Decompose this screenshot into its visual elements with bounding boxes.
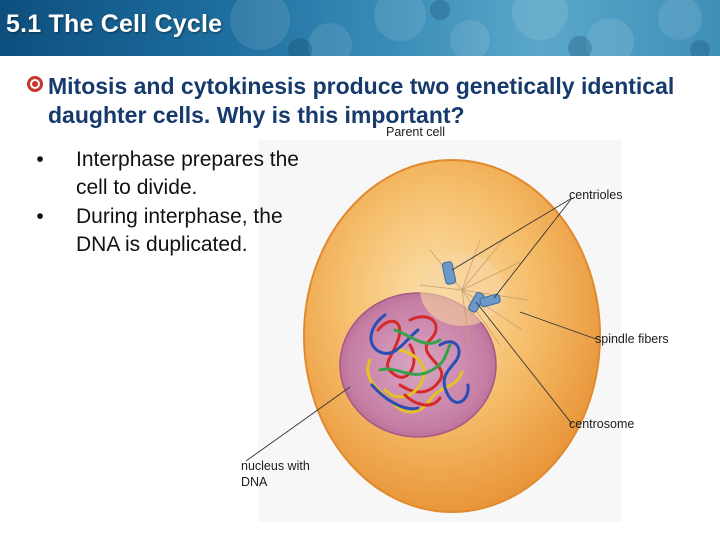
- label-parent-cell: Parent cell: [386, 125, 446, 139]
- callout-lines: [245, 197, 597, 462]
- banner-texture: [230, 0, 710, 56]
- list-item-text: During interphase, the DNA is duplicated…: [76, 205, 283, 256]
- list-item: • During interphase, the DNA is duplicat…: [30, 203, 320, 259]
- list-item-text: Interphase prepares the cell to divide.: [76, 148, 299, 199]
- label-nucleus: nucleus with DNA: [241, 459, 310, 489]
- question-bullet-icon: [27, 76, 43, 92]
- label-spindle-fibers: spindle fibers: [595, 332, 669, 346]
- page-title: 5.1 The Cell Cycle: [6, 10, 223, 38]
- list-item: • Interphase prepares the cell to divide…: [30, 146, 320, 202]
- header-banner: 5.1 The Cell Cycle: [0, 0, 720, 56]
- bullet-dot-icon: •: [36, 205, 44, 228]
- bullet-dot-icon: •: [36, 148, 44, 171]
- label-centrosome: centrosome: [569, 417, 635, 431]
- label-centrioles: centrioles: [569, 188, 623, 202]
- question-text: Mitosis and cytokinesis produce two gene…: [48, 73, 675, 128]
- chromatin: [366, 313, 470, 414]
- bullet-list: • Interphase prepares the cell to divide…: [30, 146, 320, 260]
- centrioles: [441, 261, 501, 313]
